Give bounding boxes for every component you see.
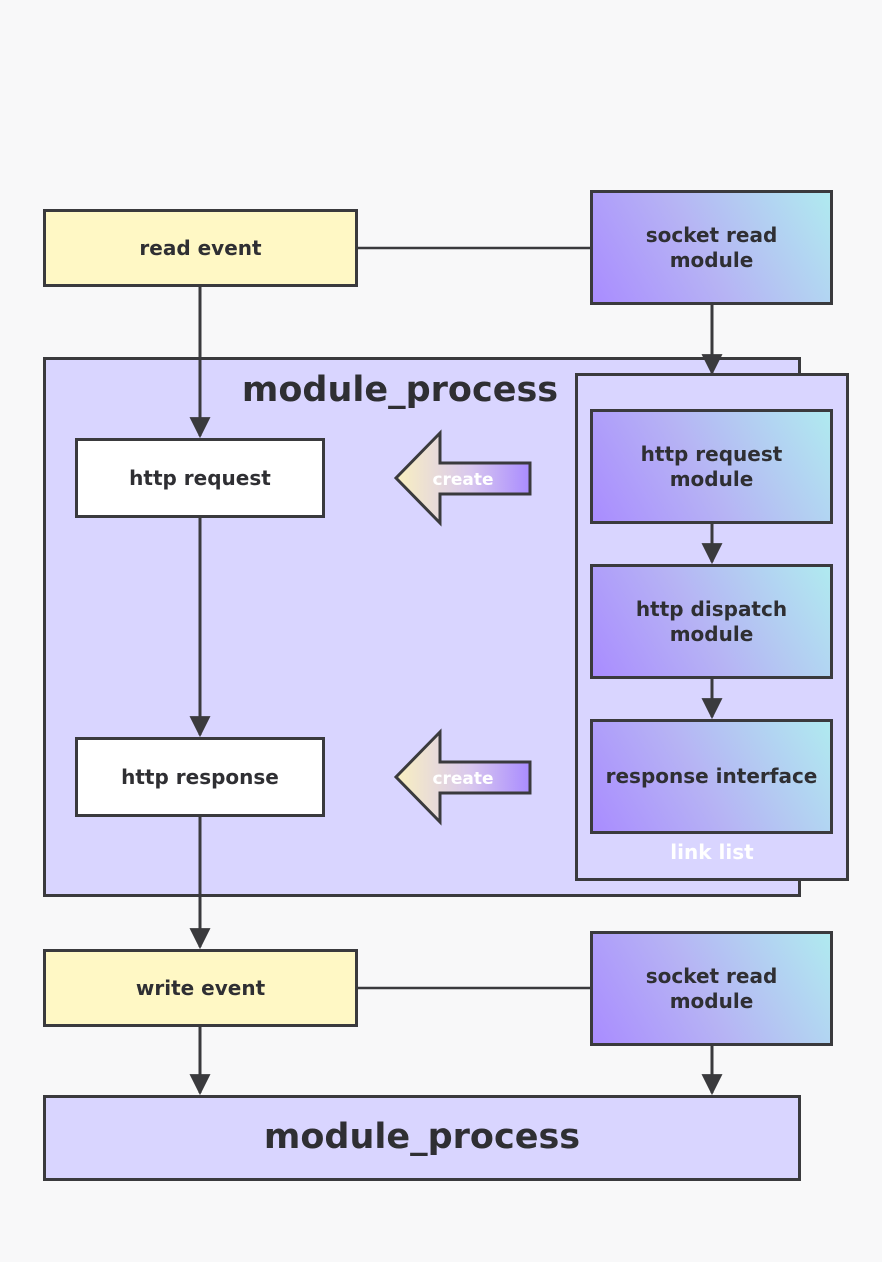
http-request-module-node: http request module [590,409,833,524]
create-arrow-1 [393,429,532,527]
http-dispatch-module-node: http dispatch module [590,564,833,679]
module-process-bottom-node: module_process [43,1095,801,1181]
create-arrow-2 [393,728,532,826]
http-request-node: http request [75,438,325,518]
module-process-title: module_process [241,370,559,410]
create-label-1: create [432,470,493,490]
response-interface-node: response interface [590,719,833,834]
write-event-node: write event [43,949,358,1027]
link-list-label: link list [670,840,754,864]
http-response-node: http response [75,737,325,817]
socket-read-module-top-node: socket read module [590,190,833,305]
create-label-2: create [432,769,493,789]
read-event-node: read event [43,209,358,287]
socket-read-module-bottom-node: socket read module [590,931,833,1046]
